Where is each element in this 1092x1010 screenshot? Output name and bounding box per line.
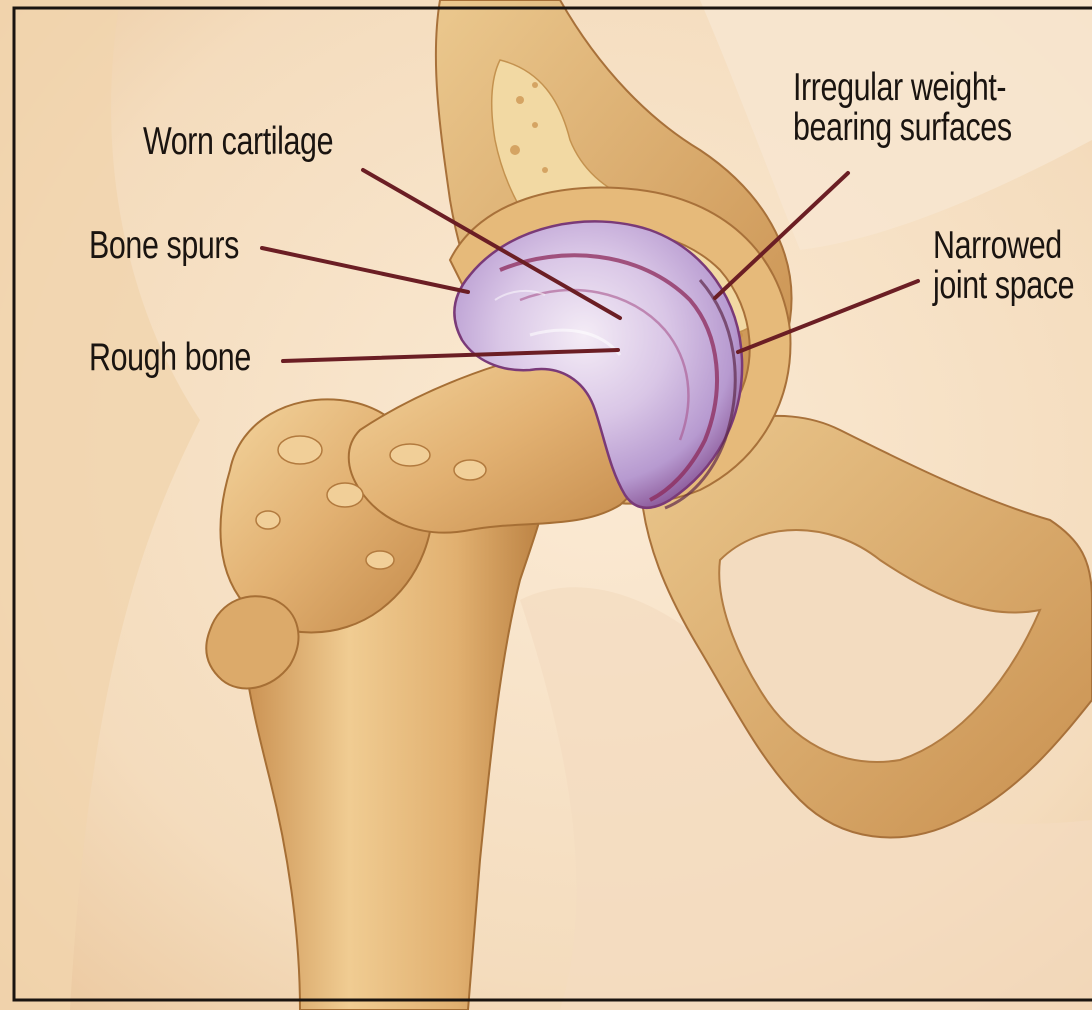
label-line: joint space: [933, 266, 1074, 306]
label-line: Irregular weight-: [793, 68, 1012, 108]
label-line: Worn cartilage: [143, 122, 333, 162]
label-line: Bone spurs: [89, 226, 239, 266]
label-narrowed-space: Narrowed joint space: [933, 226, 1074, 306]
label-line: bearing surfaces: [793, 108, 1012, 148]
label-line: Narrowed: [933, 226, 1074, 266]
label-line: Rough bone: [89, 338, 251, 378]
label-rough-bone: Rough bone: [89, 338, 251, 378]
label-worn-cartilage: Worn cartilage: [143, 122, 333, 162]
label-irregular-surfaces: Irregular weight- bearing surfaces: [793, 68, 1012, 148]
label-bone-spurs: Bone spurs: [89, 226, 239, 266]
